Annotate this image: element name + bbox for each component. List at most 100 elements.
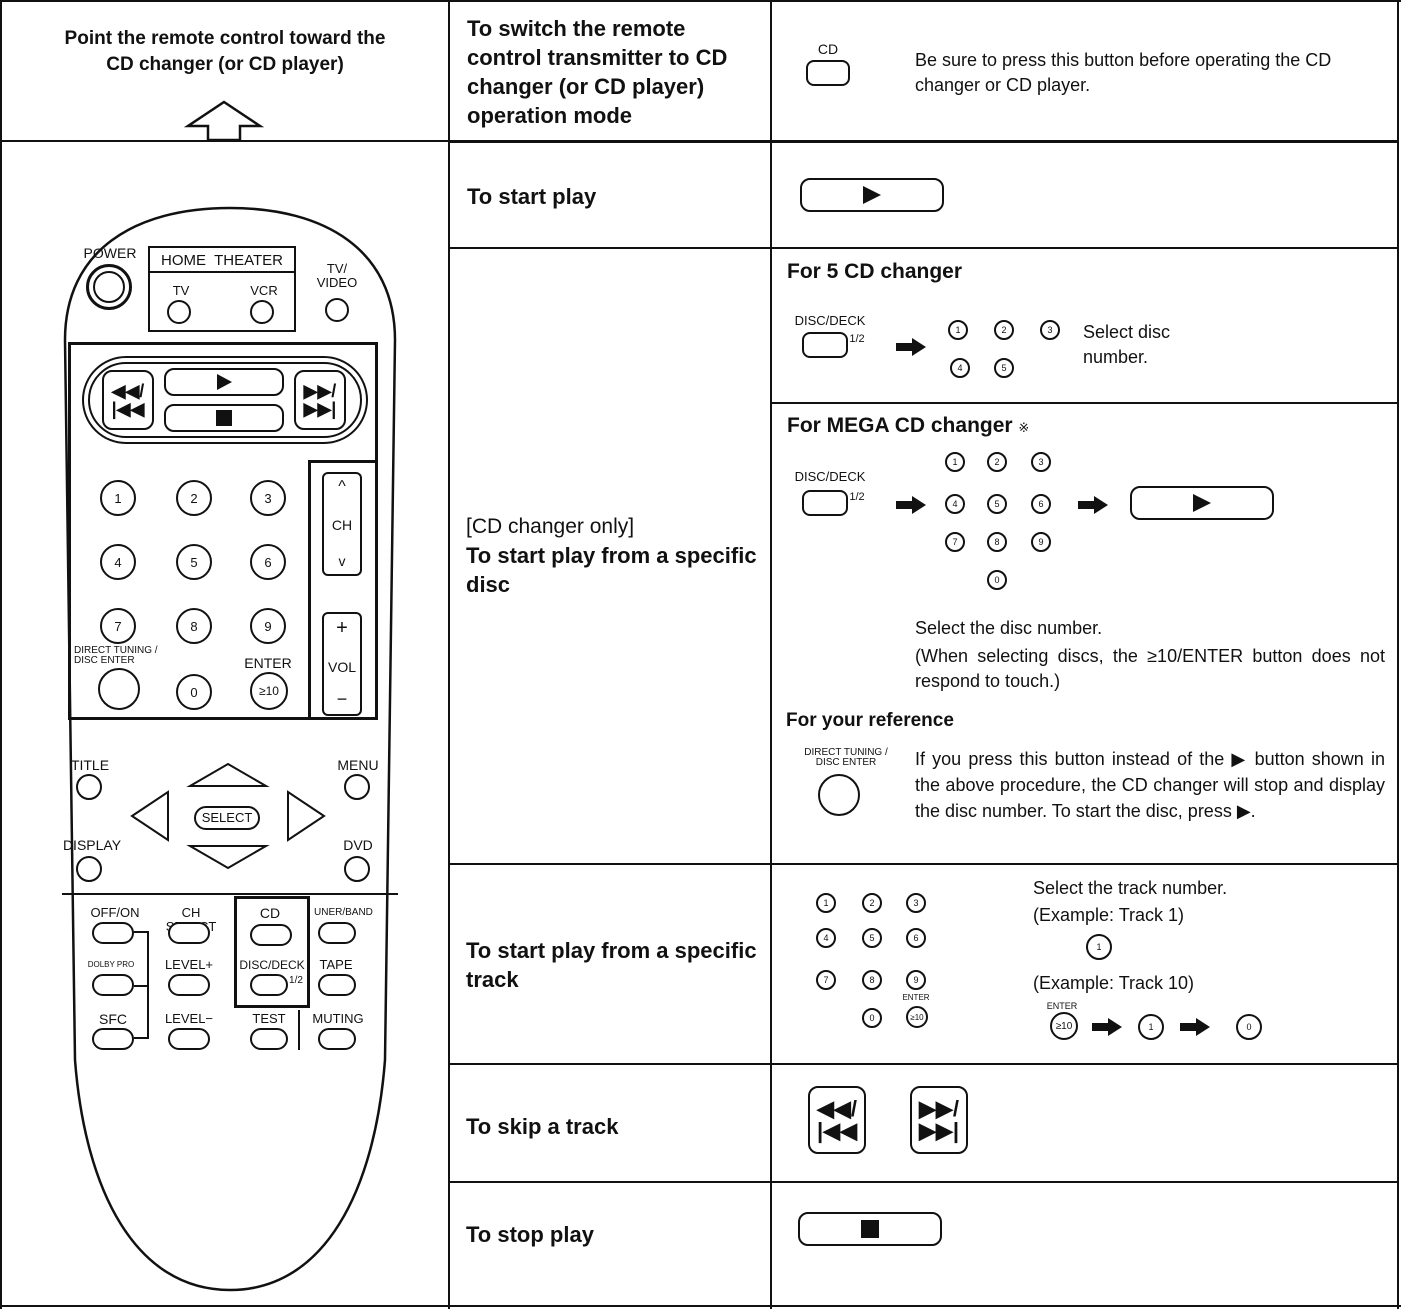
switch-mode-label: To switch the remote control transmitter… bbox=[467, 16, 728, 128]
specific-disc-label: To start play from a specific disc bbox=[466, 543, 757, 597]
track-number-button[interactable]: 4 bbox=[816, 928, 836, 948]
disc-deck-label-5cd: DISC/DECK bbox=[794, 313, 866, 328]
track-number-button[interactable]: 7 bbox=[816, 970, 836, 990]
tape-label: TAPE bbox=[319, 957, 353, 972]
track-number-button[interactable]: 9 bbox=[906, 970, 926, 990]
ch-select-button[interactable] bbox=[168, 922, 210, 944]
ch-up-label: ^ bbox=[338, 478, 346, 495]
disc-number-button[interactable]: 5 bbox=[994, 358, 1014, 378]
disc-number-button[interactable]: 2 bbox=[994, 320, 1014, 340]
disc-number-button[interactable]: 7 bbox=[945, 532, 965, 552]
number-button[interactable]: 3 bbox=[250, 480, 286, 516]
disc-number-button[interactable]: 1 bbox=[945, 452, 965, 472]
number-button[interactable]: 5 bbox=[176, 544, 212, 580]
track-number-button[interactable]: 1 bbox=[816, 893, 836, 913]
disc-number-button[interactable]: 3 bbox=[1040, 320, 1060, 340]
menu-button[interactable] bbox=[344, 774, 370, 800]
test-button[interactable] bbox=[250, 1028, 288, 1050]
title-button[interactable] bbox=[76, 774, 102, 800]
example-track-button[interactable]: 0 bbox=[1236, 1014, 1262, 1040]
disc-number-button[interactable]: 5 bbox=[987, 494, 1007, 514]
track-number-button[interactable]: 5 bbox=[862, 928, 882, 948]
number-button[interactable]: 9 bbox=[250, 608, 286, 644]
start-play-label: To start play bbox=[467, 184, 597, 209]
skip-back-button[interactable]: ◀◀/|◀◀ bbox=[808, 1086, 866, 1154]
mega-select-text: Select the disc number. bbox=[915, 618, 1103, 638]
tape-button[interactable] bbox=[318, 974, 356, 996]
stop-play-button[interactable] bbox=[798, 1212, 942, 1246]
rewind-skip-button[interactable]: ◀◀/|◀◀ bbox=[102, 370, 154, 430]
disc-number-button[interactable]: 3 bbox=[1031, 452, 1051, 472]
half-label-5cd: 1/2 bbox=[849, 333, 865, 345]
nav-arrows-icon[interactable] bbox=[128, 762, 328, 872]
number-button[interactable]: 8 bbox=[176, 608, 212, 644]
start-play-button[interactable] bbox=[800, 178, 944, 212]
level-minus-button[interactable] bbox=[168, 1028, 210, 1050]
disc-number-button[interactable]: 6 bbox=[1031, 494, 1051, 514]
number-button[interactable]: 2 bbox=[176, 480, 212, 516]
muting-button[interactable] bbox=[318, 1028, 356, 1050]
track-number-button[interactable]: 8 bbox=[862, 970, 882, 990]
mega-note-text: (When selecting discs, the ≥10/ENTER but… bbox=[915, 646, 1385, 691]
ge10-enter-button[interactable]: ≥10 bbox=[250, 672, 288, 710]
disc-number-button[interactable]: 8 bbox=[987, 532, 1007, 552]
example-track-button[interactable]: 1 bbox=[1138, 1014, 1164, 1040]
off-on-button[interactable] bbox=[92, 922, 134, 944]
select-button[interactable]: SELECT bbox=[194, 806, 260, 830]
mega-cd-note-mark: ※ bbox=[1018, 420, 1030, 435]
track-number-button[interactable]: 0 bbox=[862, 1008, 882, 1028]
play-button[interactable] bbox=[164, 368, 284, 396]
ch-rocker[interactable] bbox=[308, 460, 378, 720]
number-button[interactable]: 1 bbox=[100, 480, 136, 516]
five-cd-heading: For 5 CD changer bbox=[787, 260, 963, 283]
track-select-text: Select the track number. bbox=[1033, 878, 1228, 898]
disc-number-button[interactable]: 1 bbox=[948, 320, 968, 340]
power-button[interactable] bbox=[86, 264, 132, 310]
stop-button[interactable] bbox=[164, 404, 284, 432]
skip-forward-button[interactable]: ▶▶/▶▶| bbox=[910, 1086, 968, 1154]
number-button[interactable]: 7 bbox=[100, 608, 136, 644]
right-arrow-icon bbox=[896, 496, 926, 514]
number-button[interactable]: 6 bbox=[250, 544, 286, 580]
example-track-button[interactable]: 1 bbox=[1086, 934, 1112, 960]
disc-deck-button-mega[interactable] bbox=[802, 490, 848, 516]
disc-number-button[interactable]: 4 bbox=[950, 358, 970, 378]
disc-number-button[interactable]: 0 bbox=[987, 570, 1007, 590]
cd-disc-box bbox=[234, 896, 310, 1008]
ch-button[interactable] bbox=[322, 472, 362, 576]
vol-button[interactable] bbox=[322, 612, 362, 716]
prologic-button[interactable] bbox=[92, 974, 134, 996]
disc-deck-button[interactable] bbox=[250, 974, 288, 996]
home-theater-label: HOME THEATER bbox=[150, 252, 294, 273]
disc-number-button[interactable]: 2 bbox=[987, 452, 1007, 472]
number-button[interactable]: 0 bbox=[176, 674, 212, 710]
level-plus-button[interactable] bbox=[168, 974, 210, 996]
tv-video-button[interactable] bbox=[325, 298, 349, 322]
cd-button[interactable] bbox=[250, 924, 292, 946]
tuner-band-button[interactable] bbox=[318, 922, 356, 944]
tv-button[interactable] bbox=[167, 300, 191, 324]
dvd-button[interactable] bbox=[344, 856, 370, 882]
vol-label: VOL bbox=[327, 659, 356, 675]
ff-skip-button[interactable]: ▶▶/▶▶| bbox=[294, 370, 346, 430]
track-ge10-button[interactable]: ≥10 bbox=[906, 1006, 928, 1028]
vcr-button[interactable] bbox=[250, 300, 274, 324]
track-number-button[interactable]: 6 bbox=[906, 928, 926, 948]
number-button[interactable]: 4 bbox=[100, 544, 136, 580]
disc-number-button[interactable]: 9 bbox=[1031, 532, 1051, 552]
example-enter-label: ENTER bbox=[1046, 1001, 1078, 1011]
sfc-button[interactable] bbox=[92, 1028, 134, 1050]
disc-number-button[interactable]: 4 bbox=[945, 494, 965, 514]
example-ge10-button[interactable]: ≥10 bbox=[1050, 1012, 1078, 1040]
cd-mode-button[interactable] bbox=[806, 60, 850, 86]
stop-icon bbox=[861, 1220, 879, 1238]
track-number-button[interactable]: 3 bbox=[906, 893, 926, 913]
track-number-button[interactable]: 2 bbox=[862, 893, 882, 913]
transport-box bbox=[68, 342, 378, 720]
mega-play-button[interactable] bbox=[1130, 486, 1274, 520]
direct-tuning-disc-enter-button[interactable] bbox=[818, 774, 860, 816]
display-button[interactable] bbox=[76, 856, 102, 882]
disc-deck-button-5cd[interactable] bbox=[802, 332, 848, 358]
right-arrow-icon bbox=[896, 338, 926, 356]
direct-tuning-disc-enter-button[interactable] bbox=[98, 668, 140, 710]
